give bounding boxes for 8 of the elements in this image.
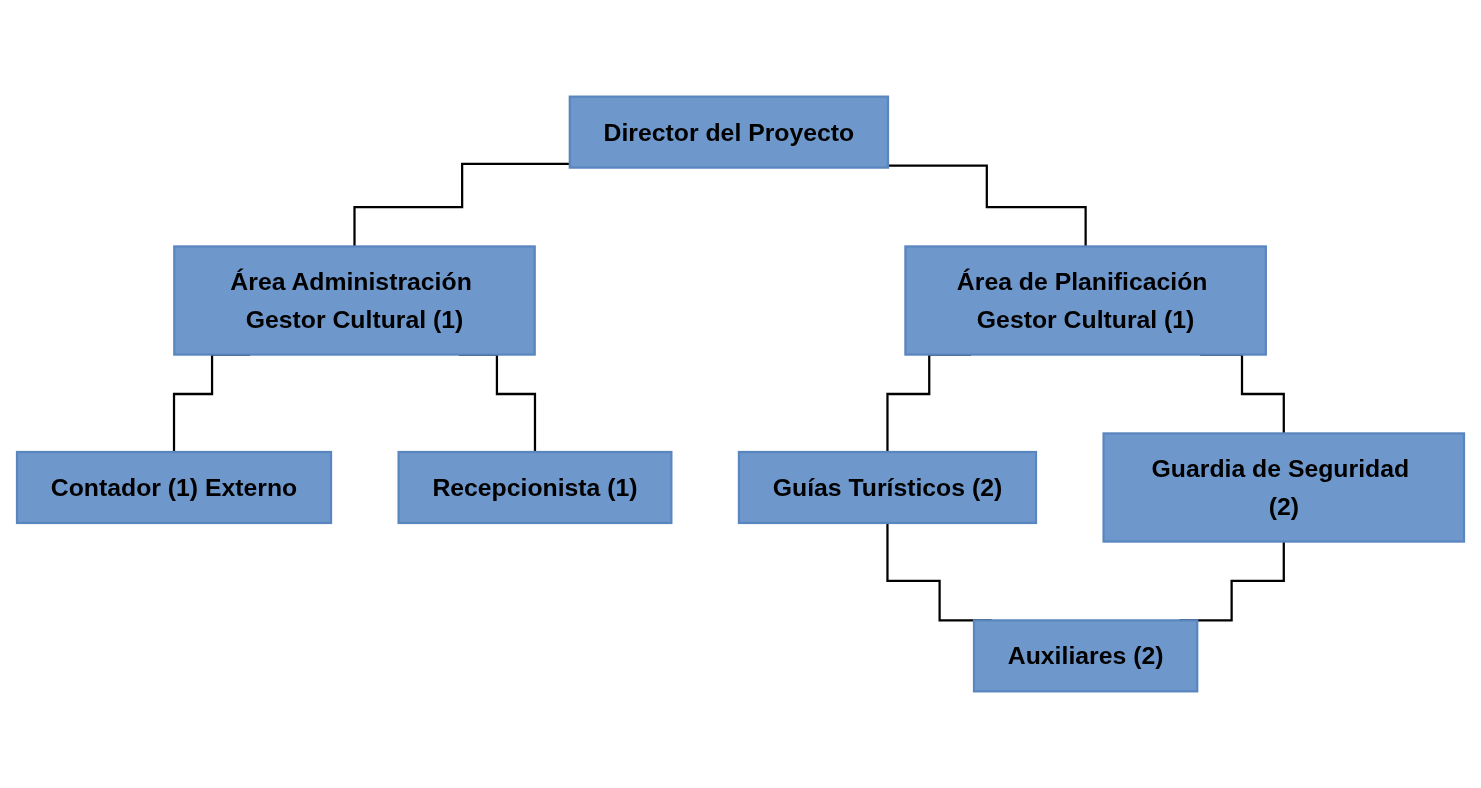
node-box: Contador (1) Externo — [15, 450, 333, 525]
node-box: Recepcionista (1) — [397, 450, 673, 525]
node-box: Guías Turísticos (2) — [737, 450, 1038, 525]
node-box: Guardia de Seguridad (2) — [1102, 432, 1466, 543]
node-box: Área Administración Gestor Cultural (1) — [173, 245, 536, 356]
node-box: Área de Planificación Gestor Cultural (1) — [904, 245, 1267, 356]
node-box: Director del Proyecto — [568, 95, 890, 169]
node-box: Auxiliares (2) — [972, 619, 1199, 693]
